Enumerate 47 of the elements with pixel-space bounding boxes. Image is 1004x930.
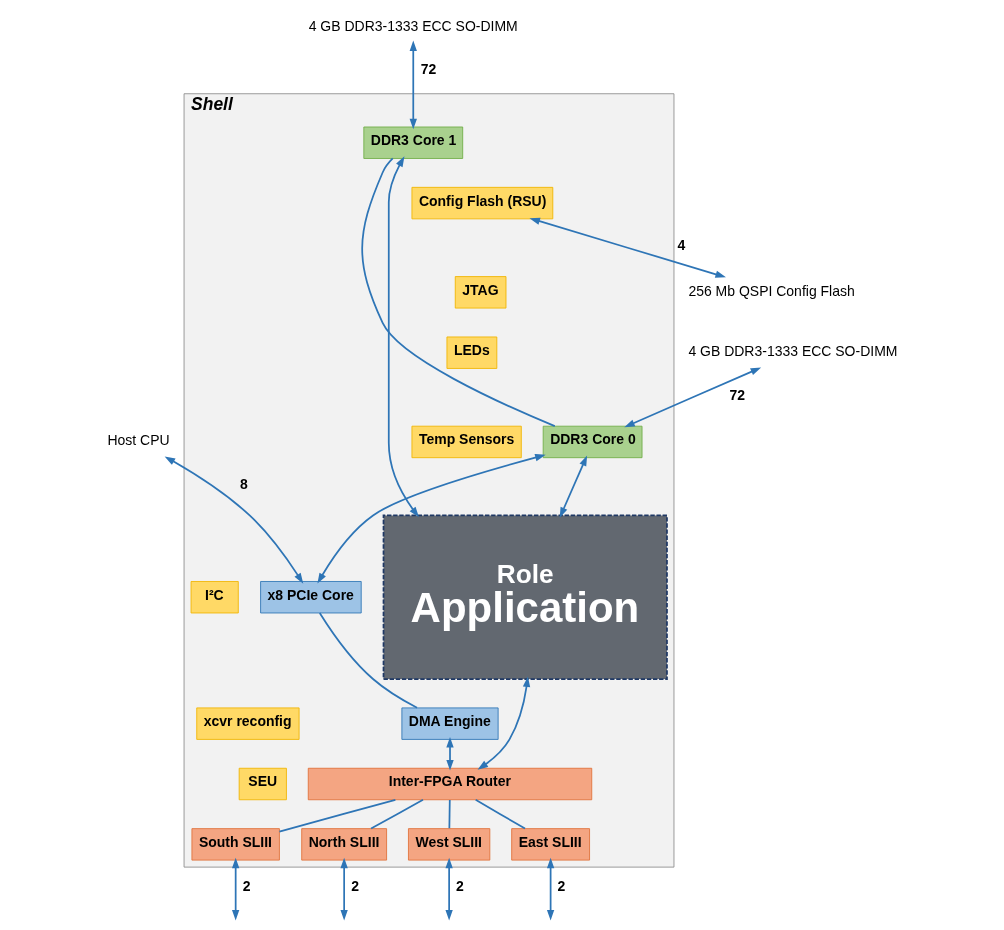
node-box: South SLIII xyxy=(191,828,280,861)
connector xyxy=(278,798,396,833)
edge-label: 2 xyxy=(557,878,565,895)
edge-label: 2 xyxy=(455,878,464,895)
node-box: Inter-FPGA Router xyxy=(307,767,592,801)
arrow xyxy=(387,156,419,518)
node-box: x8 PCIe Core xyxy=(259,581,362,614)
node-box: DDR3 Core 1 xyxy=(362,126,463,159)
node-box: xcvr reconfig xyxy=(195,707,300,740)
arrow xyxy=(528,217,726,278)
node-box: DDR3 Core 0 xyxy=(542,425,642,459)
node-box: Temp Sensors xyxy=(411,425,522,459)
node-text: 4 GB DDR3-1333 ECC SO-DIMM xyxy=(687,343,897,360)
connector xyxy=(369,798,424,830)
arrow xyxy=(477,676,530,770)
node-box: I²C xyxy=(190,581,239,614)
arrow xyxy=(623,367,761,428)
node-box: North SLIII xyxy=(300,828,387,861)
arrow xyxy=(546,857,554,921)
node-text: 256 Mb QSPI Config Flash xyxy=(687,282,855,299)
edge-label: 4 xyxy=(676,237,685,254)
node-box: LEDs xyxy=(446,336,497,369)
node-box: East SLIII xyxy=(510,828,590,861)
node-text: Host CPU xyxy=(107,432,170,449)
node-box: Role Application xyxy=(382,514,668,680)
edge-label: 8 xyxy=(239,476,248,493)
arrow xyxy=(231,857,239,921)
edge-label: 2 xyxy=(350,878,359,895)
node-box: West SLIII xyxy=(407,828,490,861)
edge-label: 2 xyxy=(242,878,250,895)
node-box: DMA Engine xyxy=(400,707,499,740)
connector xyxy=(448,799,451,830)
arrow xyxy=(559,455,587,518)
connector xyxy=(474,798,526,830)
node-box: SEU xyxy=(238,767,287,801)
arrow xyxy=(339,857,348,921)
arrow xyxy=(316,454,546,584)
edge-label: 72 xyxy=(729,386,745,403)
node-text: 4 GB DDR3-1333 ECC SO-DIMM xyxy=(308,17,518,34)
arrow xyxy=(164,456,303,584)
node-box: JTAG xyxy=(454,276,506,309)
arrow xyxy=(444,857,453,921)
edge-label: 72 xyxy=(420,61,436,78)
arrow xyxy=(409,40,417,130)
arrow xyxy=(445,736,454,771)
node-box: Config Flash (RSU) xyxy=(411,186,553,220)
connector xyxy=(318,612,418,709)
